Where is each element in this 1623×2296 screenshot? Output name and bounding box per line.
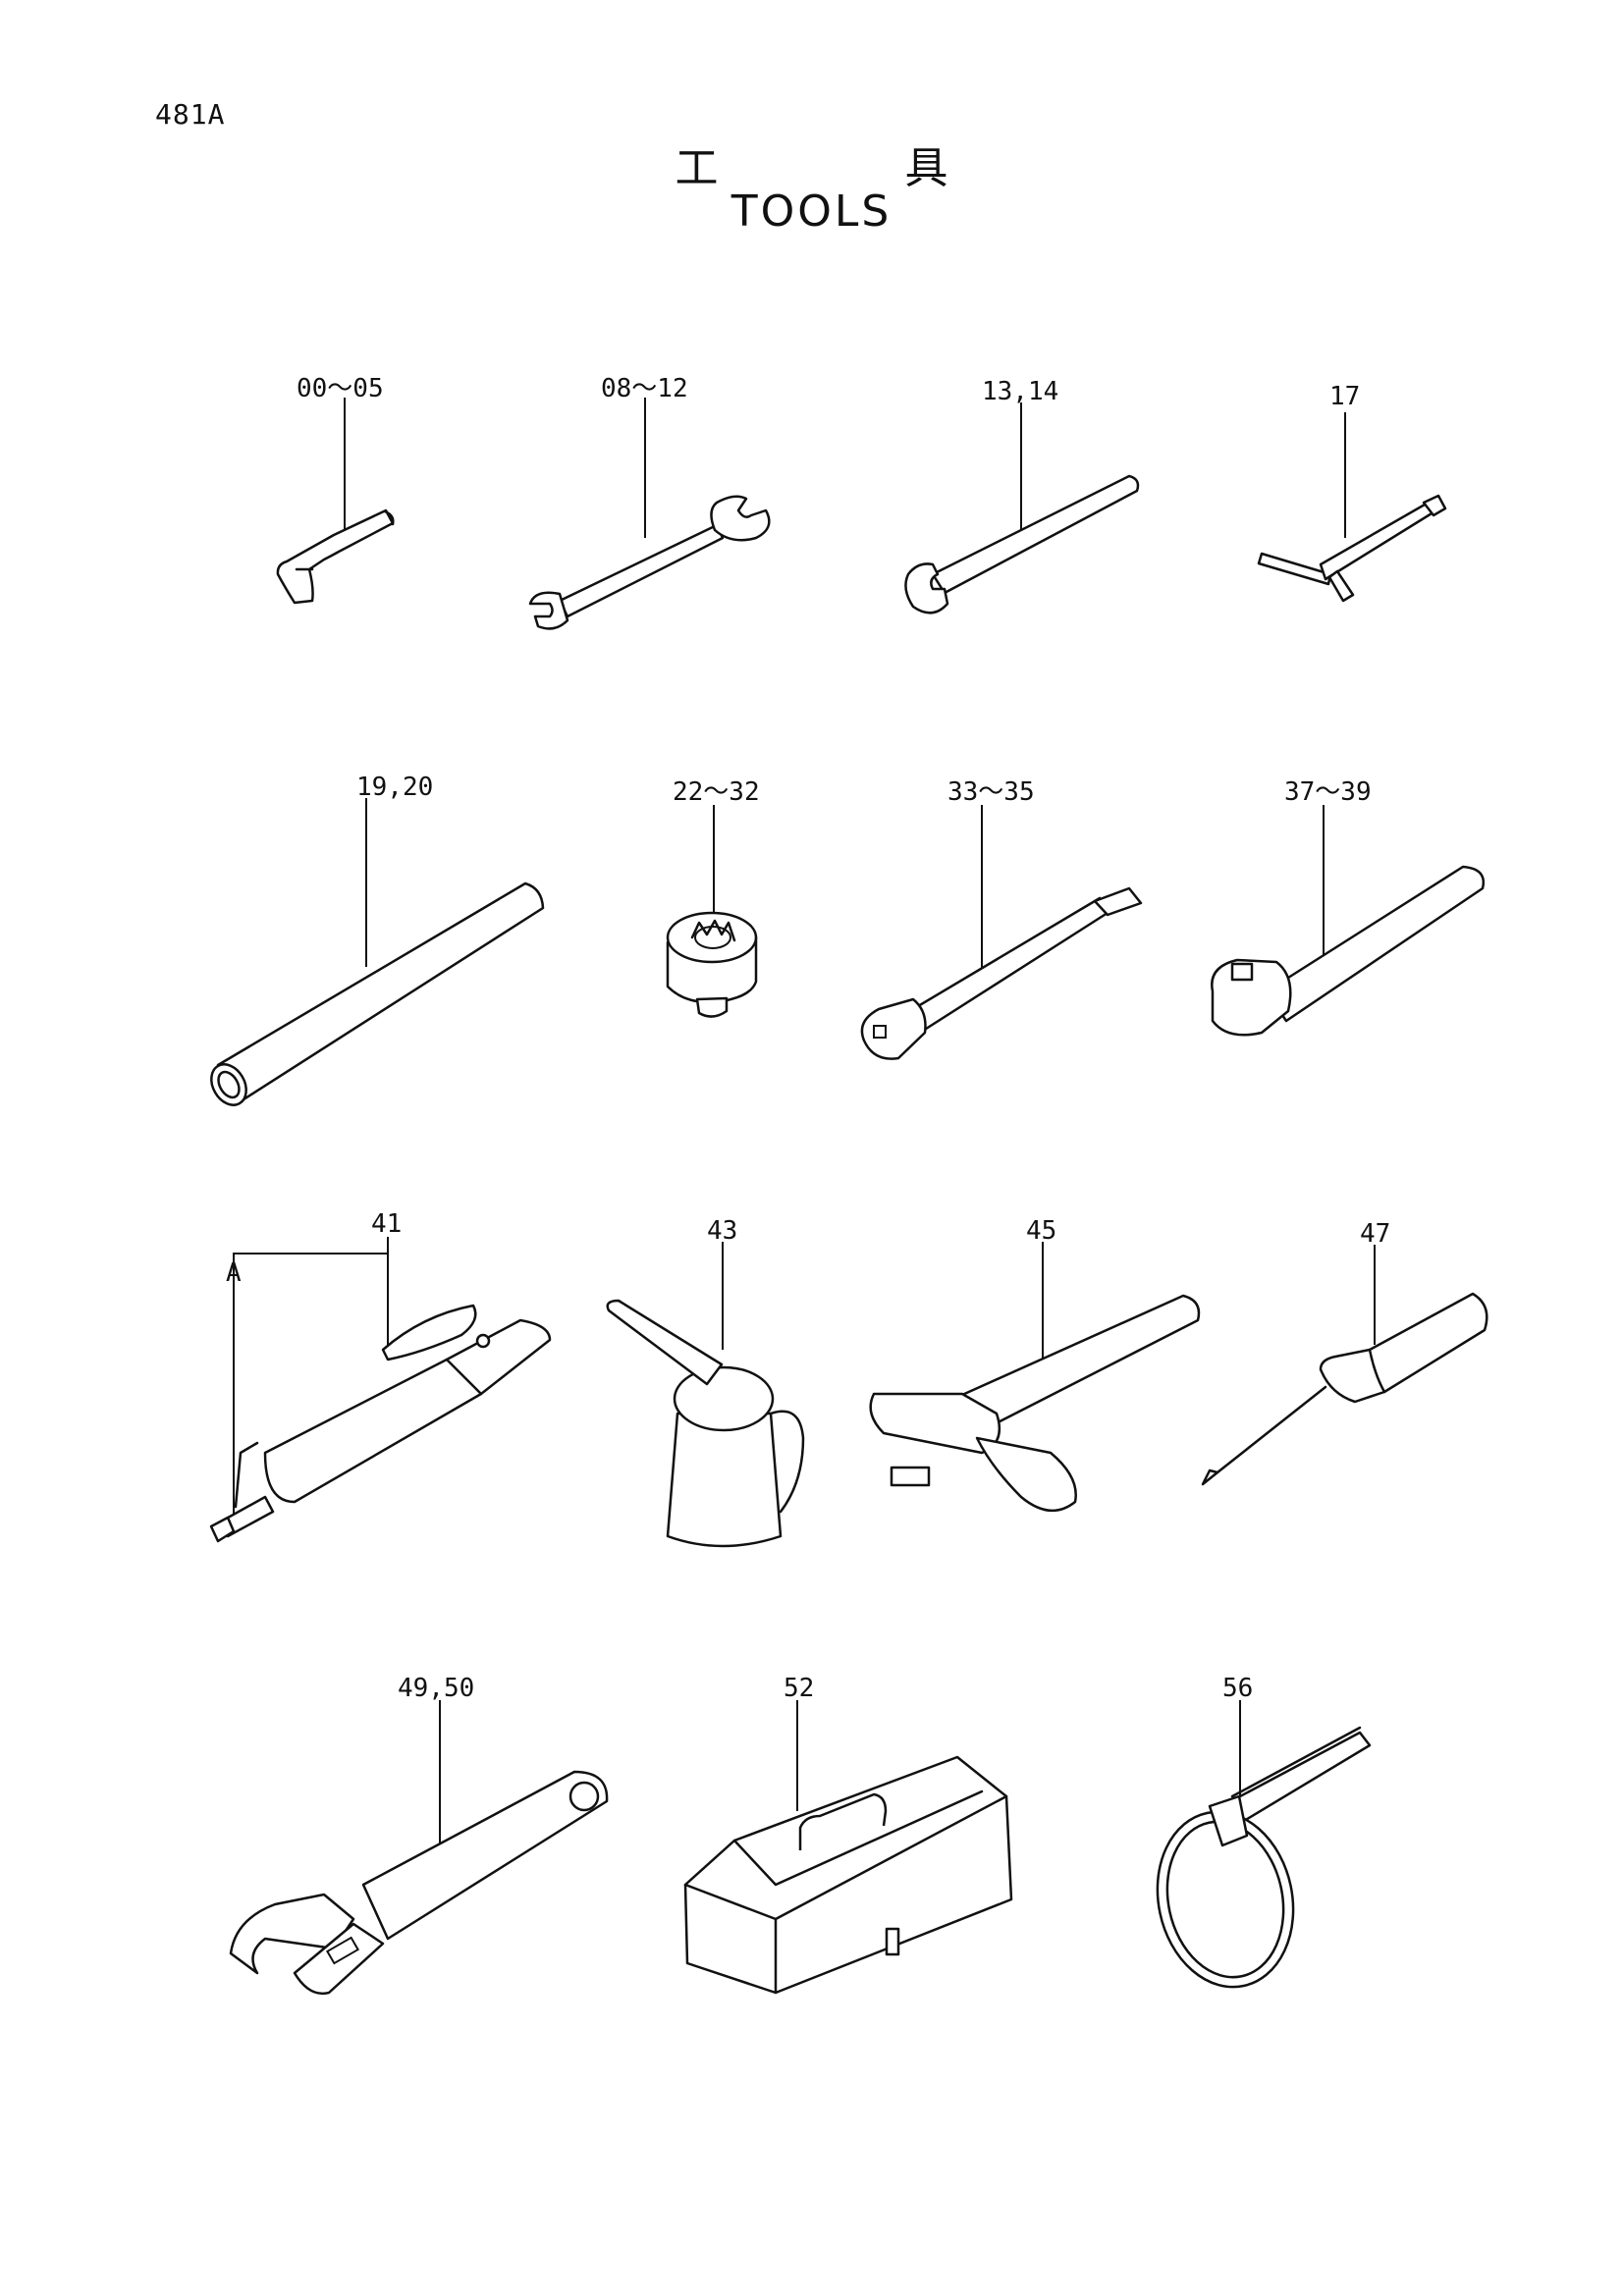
callout-grease-gun: 41 [371,1209,402,1239]
callout-t-wrench: 17 [1329,382,1360,411]
pipe-illustration [210,798,545,1106]
single-open-wrench-illustration [904,402,1140,614]
callout-grease-gun-detail: A [226,1258,242,1288]
filter-wrench-illustration [1156,1700,1372,1989]
page-code: 481A [155,98,226,131]
callout-ratchet-handle: 37～39 [1284,777,1372,807]
page-title-jp: 工具 [675,143,1135,193]
callout-socket: 22～32 [673,777,760,807]
callout-pipe: 19,20 [356,773,433,802]
socket-illustration [666,805,758,1018]
callout-extension-bar: 33～35 [947,777,1035,807]
hex-key-illustration [276,398,395,605]
screwdriver-illustration [1201,1245,1488,1486]
ratchet-handle-illustration [1211,805,1486,1037]
callout-double-open-wrench: 08～12 [601,374,688,403]
callout-oil-can: 43 [707,1216,737,1246]
callout-single-open-wrench: 13,14 [982,377,1058,406]
double-open-wrench-illustration [528,398,771,630]
hammer-illustration [869,1242,1201,1513]
t-wrench-illustration [1257,412,1447,603]
adjustable-wrench-illustration [229,1700,609,1996]
tool-box-illustration [683,1700,1013,1995]
extension-bar-illustration [860,805,1143,1060]
page-title-en: TOOLS [730,187,893,237]
callout-hammer: 45 [1026,1216,1056,1246]
callout-hex-key: 00～05 [297,374,384,403]
oil-can-illustration [606,1242,805,1548]
callout-filter-wrench: 56 [1222,1674,1253,1703]
grease-gun-illustration [209,1237,552,1543]
callout-tool-box: 52 [784,1674,814,1703]
callout-screwdriver: 47 [1360,1219,1390,1249]
callout-adjustable-wrench: 49,50 [398,1674,474,1703]
